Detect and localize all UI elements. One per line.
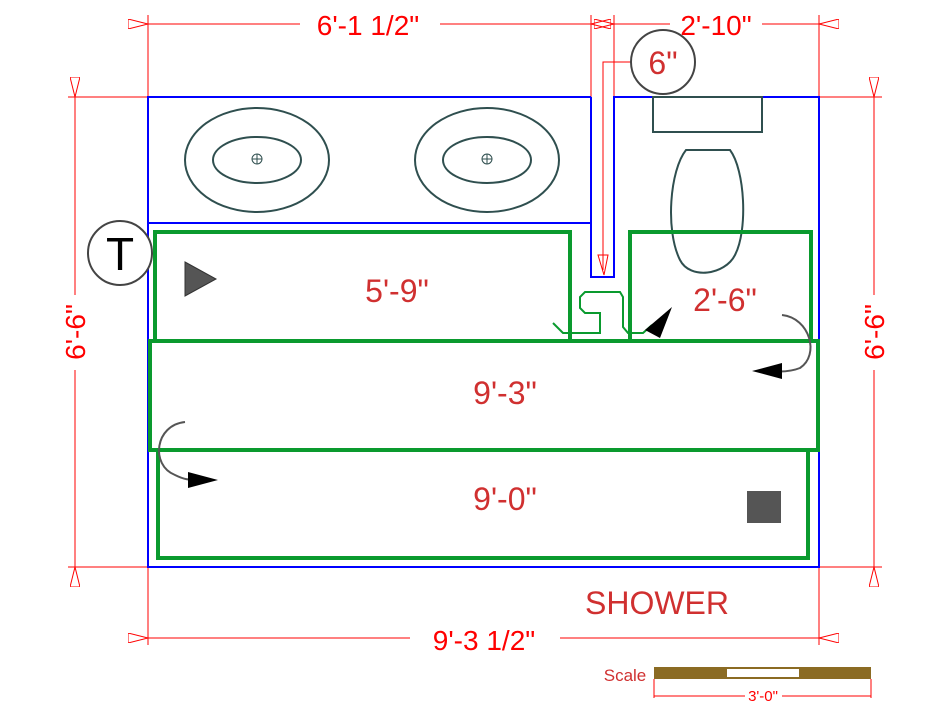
- play-triangle-icon: [184, 261, 218, 297]
- scale-label: Scale: [604, 666, 647, 685]
- toilet-icon: [652, 96, 763, 274]
- label-shower: SHOWER: [585, 585, 729, 621]
- label-bench-left: 5'-9": [365, 273, 429, 309]
- fixtures: [184, 96, 763, 274]
- drain-square-icon: [747, 491, 781, 523]
- sink-right-icon: [414, 107, 560, 213]
- label-lower: 9'-0": [473, 481, 537, 517]
- dim-left: 6'-6": [60, 304, 91, 360]
- scale-bar: [653, 667, 872, 698]
- dim-bottom: 9'-3 1/2": [433, 625, 535, 656]
- heating-mat: [148, 230, 820, 560]
- pipe-callout-label: 6": [648, 45, 677, 81]
- arrow-icon: [645, 307, 672, 338]
- thermostat-label: T: [106, 228, 134, 280]
- scale-length: 3'-0": [748, 688, 778, 705]
- arrow-icon: [188, 472, 218, 488]
- sink-left-icon: [184, 107, 330, 213]
- dim-top-left: 6'-1 1/2": [317, 10, 419, 41]
- thermostat-circle: [87, 220, 153, 286]
- label-middle: 9'-3": [473, 375, 537, 411]
- label-bench-right: 2'-6": [693, 282, 757, 318]
- dim-right: 6'-6": [859, 304, 890, 360]
- dim-top-right: 2'-10": [680, 10, 751, 41]
- arrow-icon: [752, 363, 782, 379]
- pipe-callout-circle: [630, 29, 696, 95]
- dimension-lines: [68, 15, 882, 645]
